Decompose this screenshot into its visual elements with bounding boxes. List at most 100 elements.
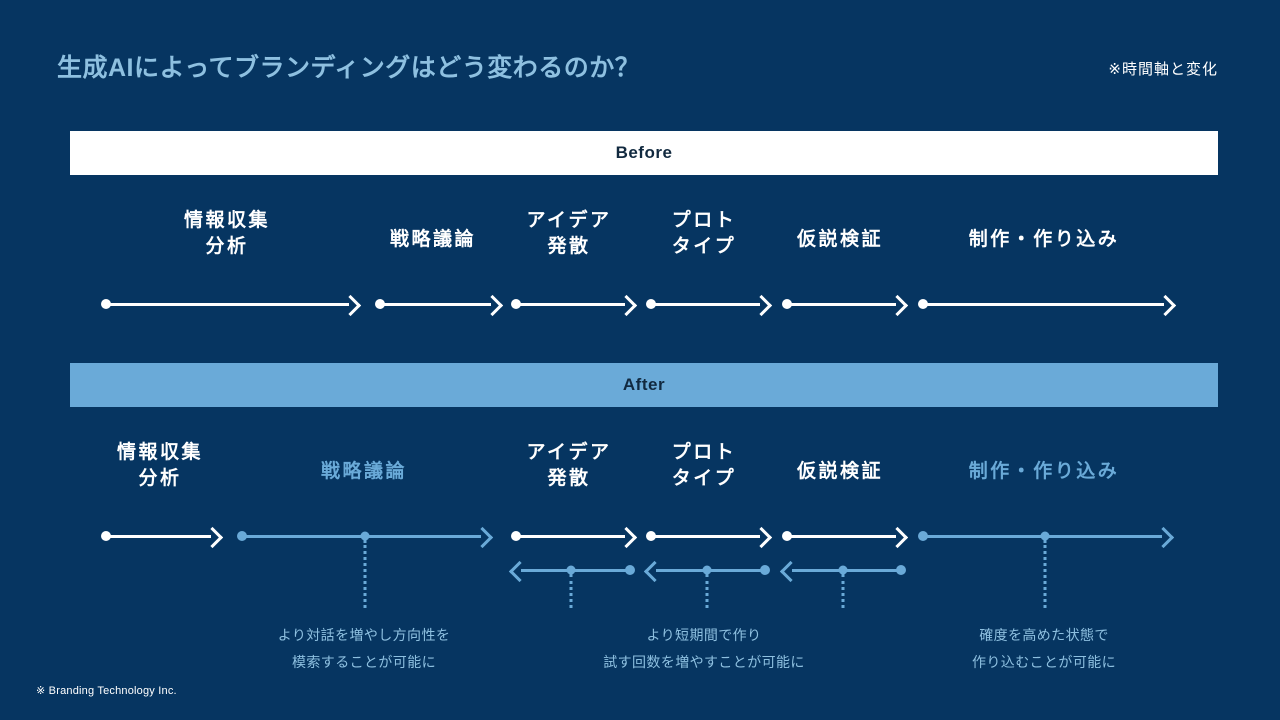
after-stage-3-line2: 発散 (547, 468, 591, 490)
after-droplight-5 (841, 574, 845, 608)
after-back-arrow-3-start-dot (896, 565, 906, 575)
after-back-arrow-3 (779, 560, 906, 583)
after-arrow-3-head-icon (615, 526, 638, 549)
before-arrow-6 (918, 294, 1177, 317)
page-title: 生成AIによってブランディングはどう変わるのか？ (57, 54, 641, 82)
before-arrow-2-start-dot (375, 299, 385, 309)
after-stage-3: アイデア 発散 (526, 440, 611, 492)
after-stage-1: 情報収集 分析 (117, 440, 203, 492)
before-arrow-5 (782, 294, 909, 317)
before-arrow-3-start-dot (511, 299, 521, 309)
after-stage-1-line2: 分析 (138, 468, 182, 490)
after-stage-2-line1: 戦略議論 (320, 461, 408, 482)
after-arrow-4 (646, 526, 773, 549)
before-arrow-2-head-icon (481, 294, 504, 317)
after-stage-6: 制作・作り込み (969, 459, 1120, 485)
after-back-arrow-1-shaft (521, 568, 634, 572)
after-arrow-1-shaft (102, 534, 211, 538)
after-caption-3: 確度を高めた状態で 作り込むことが可能に (972, 622, 1116, 677)
after-arrow-5-head-icon (886, 526, 909, 549)
before-stage-4: プロト タイプ (672, 208, 737, 260)
before-arrow-4 (646, 294, 773, 317)
after-stage-4-line1: プロト (671, 442, 737, 463)
after-arrow-1-start-dot (101, 531, 111, 541)
after-arrow-2-start-dot (237, 531, 247, 541)
after-arrow-4-head-icon (750, 526, 773, 549)
after-back-arrow-2 (643, 560, 770, 583)
after-banner: After (70, 363, 1218, 407)
after-stage-1-line1: 情報収集 (116, 442, 204, 463)
before-stage-3-line2: 発散 (547, 236, 591, 258)
before-stage-1-line1: 情報収集 (183, 210, 271, 231)
before-stage-2: 戦略議論 (390, 227, 476, 253)
before-arrow-4-shaft (647, 302, 760, 306)
after-droplight-4 (1043, 540, 1047, 608)
before-arrow-1 (101, 294, 362, 317)
after-caption-3-line1: 確度を高めた状態で (979, 627, 1109, 643)
after-arrow-1 (101, 526, 224, 549)
footer-credit: ※ Branding Technology Inc. (36, 685, 177, 697)
before-stage-5: 仮説検証 (797, 227, 883, 253)
after-arrow-5 (782, 526, 909, 549)
after-node-5 (838, 565, 848, 575)
before-stage-6-line1: 制作・作り込み (968, 229, 1120, 250)
after-caption-3-line2: 作り込むことが可能に (972, 654, 1116, 671)
after-arrow-4-shaft (647, 534, 760, 538)
after-banner-label: After (622, 375, 666, 394)
before-arrow-1-start-dot (101, 299, 111, 309)
after-back-arrow-2-head-icon (643, 560, 666, 583)
after-stage-5-line1: 仮説検証 (796, 461, 884, 482)
after-stage-6-line1: 制作・作り込み (968, 461, 1120, 482)
before-stage-4-line2: タイプ (671, 236, 737, 258)
after-droplight-1 (363, 540, 367, 608)
after-stage-2: 戦略議論 (321, 459, 407, 485)
after-stage-5: 仮説検証 (797, 459, 883, 485)
before-arrow-6-head-icon (1154, 294, 1177, 317)
after-node-2 (566, 565, 576, 575)
after-node-1 (360, 531, 370, 541)
before-arrow-4-start-dot (646, 299, 656, 309)
after-stage-4-line2: タイプ (671, 468, 737, 490)
after-arrow-5-shaft (783, 534, 896, 538)
before-stage-4-line1: プロト (671, 210, 737, 231)
after-node-4 (1040, 531, 1050, 541)
before-arrow-1-head-icon (339, 294, 362, 317)
after-back-arrow-3-shaft (792, 568, 905, 572)
after-stage-4: プロト タイプ (672, 440, 737, 492)
before-arrow-6-start-dot (918, 299, 928, 309)
before-arrow-1-shaft (102, 302, 349, 306)
after-back-arrow-2-start-dot (760, 565, 770, 575)
after-back-arrow-2-shaft (656, 568, 769, 572)
header-note: ※時間軸と変化 (1108, 61, 1218, 78)
before-arrow-4-head-icon (750, 294, 773, 317)
after-arrow-6-head-icon (1152, 526, 1175, 549)
before-arrow-3-shaft (512, 302, 625, 306)
before-arrow-6-shaft (919, 302, 1164, 306)
after-caption-2-line2: 試す回数を増やすことが可能に (603, 654, 805, 671)
before-arrow-2 (375, 294, 504, 317)
before-arrow-2-shaft (376, 302, 491, 306)
after-back-arrow-1-start-dot (625, 565, 635, 575)
after-droplight-3 (705, 574, 709, 608)
after-arrow-2-head-icon (471, 526, 494, 549)
before-stage-3: アイデア 発散 (526, 208, 611, 260)
before-arrow-5-shaft (783, 302, 896, 306)
before-arrow-5-head-icon (886, 294, 909, 317)
after-back-arrow-1-head-icon (508, 560, 531, 583)
before-banner-label: Before (615, 143, 673, 162)
after-node-3 (702, 565, 712, 575)
after-arrow-3-start-dot (511, 531, 521, 541)
after-caption-1-line1: より対話を増やし方向性を (277, 627, 451, 643)
after-back-arrow-1 (508, 560, 635, 583)
after-arrow-6-start-dot (918, 531, 928, 541)
before-stage-1-line2: 分析 (205, 236, 249, 258)
after-droplight-2 (569, 574, 573, 608)
after-back-arrow-3-head-icon (779, 560, 802, 583)
after-arrow-2 (237, 526, 494, 549)
after-caption-1: より対話を増やし方向性を 模索することが可能に (278, 622, 451, 677)
before-stage-2-line1: 戦略議論 (389, 229, 477, 250)
before-stage-6: 制作・作り込み (969, 227, 1120, 253)
after-arrow-5-start-dot (782, 531, 792, 541)
before-banner: Before (70, 131, 1218, 175)
